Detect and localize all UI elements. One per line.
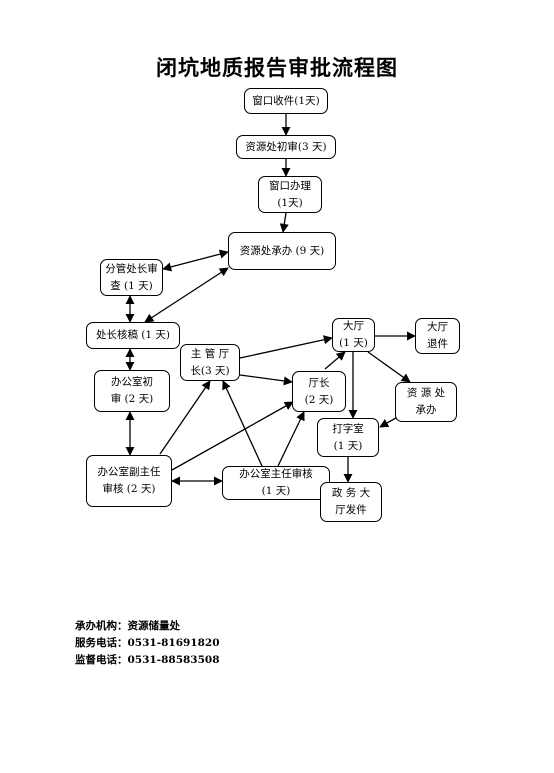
arrow-office-director-to-main-chief bbox=[222, 380, 263, 467]
node-window-receive: 窗口收件(1天) bbox=[244, 88, 328, 114]
node-gov-hall-dispatch: 政 务 大 厅发件 bbox=[320, 482, 382, 522]
arrow-office-director-to-bureau-chief bbox=[277, 411, 305, 467]
footer-info: 承办机构：资源储量处 服务电话：0531-81691820 监督电话：0531-… bbox=[75, 618, 220, 669]
arrow-window-to-undertake bbox=[279, 212, 289, 233]
arrow-director-undertake bbox=[144, 267, 229, 323]
arrow-main-chief-to-bureau-chief bbox=[239, 374, 293, 386]
arrow-deputy-director-to-bureau-chief bbox=[171, 401, 294, 471]
footer-service-phone: 服务电话：0531-81691820 bbox=[75, 637, 220, 649]
node-hall-return: 大厅 退件 bbox=[415, 318, 460, 354]
arrow-bureau-chief-to-hall bbox=[324, 351, 346, 370]
arrow-hall-to-resource-dept bbox=[367, 351, 411, 383]
arrow-main-chief-to-hall bbox=[239, 335, 333, 359]
node-typing-room: 打字室 (1 天) bbox=[317, 418, 379, 457]
node-office-director: 办公室主任审核 (1 天) bbox=[222, 466, 330, 500]
arrow-deputy-director-to-main-chief bbox=[159, 380, 211, 455]
arrow-undertake-deputy bbox=[162, 249, 229, 272]
node-office-deputy-director: 办公室副主任 审核 (2 天) bbox=[86, 455, 172, 507]
node-resource-dept-undertake: 资 源 处 承办 bbox=[395, 382, 457, 422]
node-window-handle: 窗口办理 (1天) bbox=[258, 176, 322, 213]
node-deputy-director-review: 分管处长审 查 (1 天) bbox=[100, 259, 163, 296]
node-resource-initial-review: 资源处初审(3 天) bbox=[236, 135, 336, 159]
footer-supervision-phone: 监督电话：0531-88583508 bbox=[75, 654, 220, 666]
node-bureau-chief: 厅长 (2 天) bbox=[292, 371, 346, 412]
node-office-initial-review: 办公室初 审 (2 天) bbox=[94, 370, 170, 412]
page-title: 闭坑地质报告审批流程图 bbox=[156, 56, 398, 80]
node-director-verify: 处长核稿 (1 天) bbox=[86, 322, 180, 349]
footer-organizer: 承办机构：资源储量处 bbox=[75, 620, 180, 632]
node-main-bureau-chief: 主 管 厅 长(3 天) bbox=[180, 344, 240, 381]
node-resource-undertake: 资源处承办 (9 天) bbox=[228, 232, 336, 270]
node-hall: 大厅 (1 天) bbox=[332, 318, 375, 352]
